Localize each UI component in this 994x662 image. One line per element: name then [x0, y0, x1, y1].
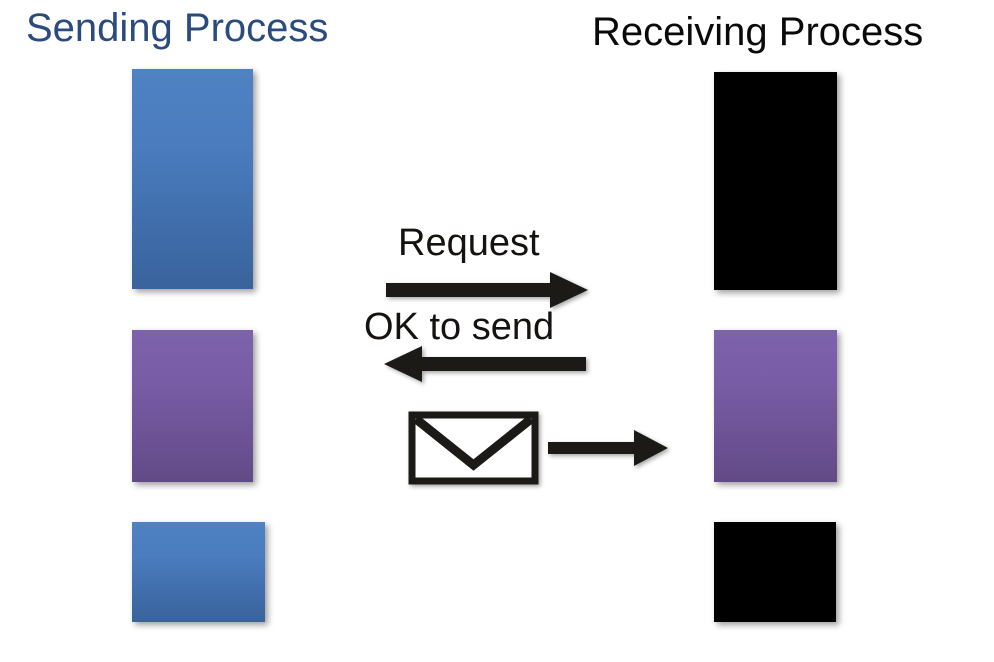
- right-arrow-icon: [386, 272, 588, 308]
- envelope-icon: [408, 411, 539, 485]
- page-title-sending-process: Sending Process: [26, 6, 329, 50]
- sending-block-2: [132, 330, 253, 482]
- sending-block-1: [132, 69, 253, 289]
- right-arrow-icon-data: [548, 430, 668, 466]
- receiving-block-2: [714, 330, 837, 482]
- receiving-block-1: [714, 72, 837, 290]
- receiving-block-3: [714, 522, 836, 622]
- left-arrow-icon: [384, 346, 586, 382]
- message-label-request: Request: [398, 222, 540, 264]
- sending-block-3: [132, 522, 265, 622]
- page-title-receiving-process: Receiving Process: [592, 10, 924, 54]
- message-label-ok-to-send: OK to send: [364, 306, 555, 348]
